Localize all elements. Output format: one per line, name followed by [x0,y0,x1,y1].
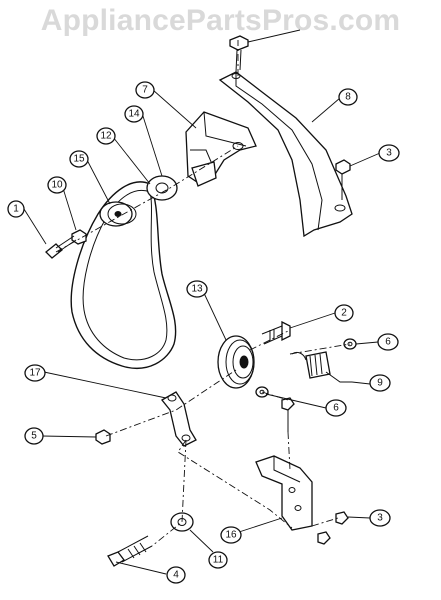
callout-14: 14 [124,105,144,123]
callout-3-top-label: 3 [386,148,392,159]
bottom-screw[interactable] [317,531,331,545]
callout-17: 17 [24,364,46,382]
large-washer[interactable] [170,512,194,532]
mounting-bracket[interactable] [185,111,257,187]
callout-1: 1 [7,200,25,218]
callout-9-label: 9 [377,378,383,389]
tension-spring[interactable] [291,351,352,383]
callout-6-bottom-label: 6 [333,403,339,414]
callout-12-label: 12 [100,131,112,142]
callout-15: 15 [69,150,89,168]
callout-16-label: 16 [225,530,237,541]
callout-3-bottom-label: 3 [377,513,383,524]
callout-3-bottom: 3 [369,509,391,527]
bracket-screw[interactable] [335,159,351,200]
callout-12: 12 [96,127,116,145]
bracket-top-screw[interactable] [281,397,295,432]
watermark-text: AppliancePartsPros.com [40,4,401,37]
callout-13-label: 13 [191,284,203,295]
tension-pulley[interactable] [217,335,255,389]
idler-pulley[interactable] [99,201,137,227]
callout-2-label: 2 [341,308,347,319]
callout-11: 11 [208,551,228,569]
bracket-arm[interactable] [218,71,353,238]
callout-3-top: 3 [378,144,400,162]
callout-17-label: 17 [29,368,41,379]
callout-16: 16 [220,526,242,544]
lower-bracket[interactable] [255,455,313,531]
callout-1-label: 1 [13,204,19,215]
callout-10-label: 10 [51,180,63,191]
callout-6-bottom: 6 [325,399,347,417]
arm-nut[interactable] [95,429,111,445]
callout-13: 13 [186,280,208,298]
callout-8-label: 8 [345,92,351,103]
pulley-bolt[interactable] [261,320,291,345]
callout-7: 7 [135,81,155,99]
callout-15-label: 15 [73,154,85,165]
callout-11-label: 11 [213,555,224,566]
callout-leaders [23,29,381,575]
callout-4-label: 4 [173,570,179,581]
callout-8: 8 [338,88,358,106]
callout-5-label: 5 [31,431,37,442]
callout-4: 4 [166,566,186,584]
callout-7-label: 7 [142,85,148,96]
callout-9: 9 [369,374,391,392]
lower-right-screw[interactable] [335,511,349,525]
callout-6-top-label: 6 [385,337,391,348]
callout-10: 10 [47,176,67,194]
callout-2: 2 [334,304,354,322]
callout-5: 5 [24,427,44,445]
long-bolt[interactable] [107,535,153,567]
spacer-washer[interactable] [146,175,178,201]
callout-14-label: 14 [128,109,140,120]
top-screw[interactable] [229,35,249,73]
callout-6-top: 6 [377,333,399,351]
assembly-centerlines [55,40,351,547]
